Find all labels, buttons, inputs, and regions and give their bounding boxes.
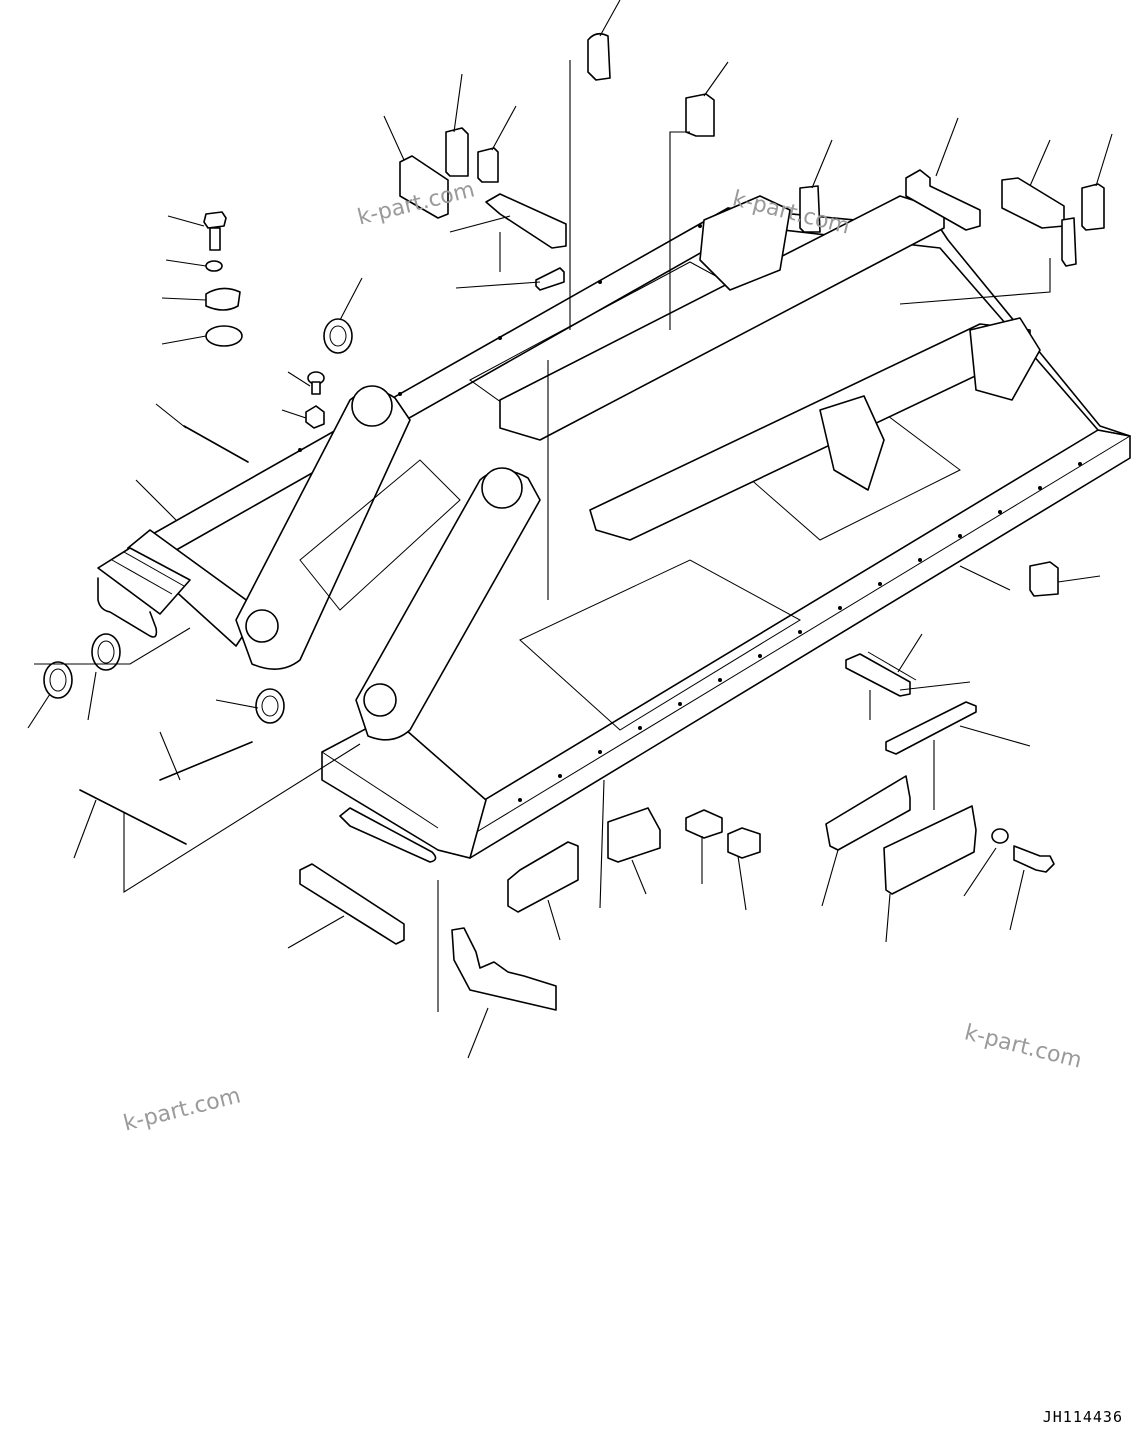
wedge-pad	[607, 807, 661, 863]
exploded-parts-lower	[299, 561, 1059, 1011]
tall-block	[685, 93, 715, 137]
rear-cross-member	[727, 207, 1131, 437]
rear-large-pad	[1001, 177, 1065, 229]
shim-strip-3	[79, 789, 187, 845]
right-side-rail	[437, 429, 1131, 859]
upper-mount-bracket	[699, 195, 791, 291]
rear-vertical-plate	[1061, 217, 1077, 267]
washer	[205, 260, 223, 272]
shim-strip-1	[183, 425, 249, 463]
square-block-2	[477, 147, 499, 183]
cover-cap	[205, 287, 241, 311]
square-block-1	[445, 127, 469, 177]
slanted-pad	[485, 193, 567, 249]
bushing-left-1	[43, 661, 73, 699]
rear-post	[799, 185, 821, 233]
bolt	[203, 211, 227, 251]
rail-shim-bar	[885, 701, 977, 755]
front-step	[97, 547, 191, 638]
front-bumper-pad	[299, 863, 405, 945]
angle-plate	[825, 775, 911, 851]
bushing-top	[323, 318, 353, 354]
washer-right	[991, 828, 1009, 844]
stepped-counter-pad	[507, 841, 579, 913]
large-pad-upper	[399, 155, 449, 219]
small-pad-b	[727, 827, 761, 859]
drawing-code: JH114436	[1042, 1408, 1123, 1426]
rear-mount-bracket	[819, 395, 885, 491]
bushing-low	[255, 688, 285, 724]
small-shim	[535, 267, 565, 291]
front-handle	[339, 807, 437, 863]
rear-beams	[499, 195, 1041, 541]
top-block-cap	[587, 32, 611, 81]
fasteners-left	[43, 211, 353, 845]
rail-holes	[298, 224, 1082, 802]
serrated-bar	[845, 651, 917, 697]
main-frame	[127, 207, 1131, 859]
hex-bolt-right	[1013, 845, 1055, 873]
rear-small-block	[1081, 183, 1105, 231]
slotted-plate	[883, 805, 977, 895]
bushing-left-2	[91, 633, 121, 671]
tapered-bracket-pad	[451, 927, 557, 1011]
nut	[305, 405, 325, 429]
side-small-block	[1029, 561, 1059, 597]
side-mount-bracket	[969, 317, 1041, 401]
small-bolt	[307, 371, 325, 395]
o-ring	[205, 325, 243, 347]
boom-bracket	[235, 385, 541, 741]
leader-lines	[27, 0, 1113, 1059]
upper-diagonal-beam	[499, 195, 945, 441]
step-grating	[97, 547, 191, 615]
exploded-parts-upper	[399, 32, 1105, 291]
shim-strip-2	[159, 741, 253, 781]
rear-stepped-pad	[905, 169, 981, 231]
small-pad-a	[685, 809, 723, 839]
